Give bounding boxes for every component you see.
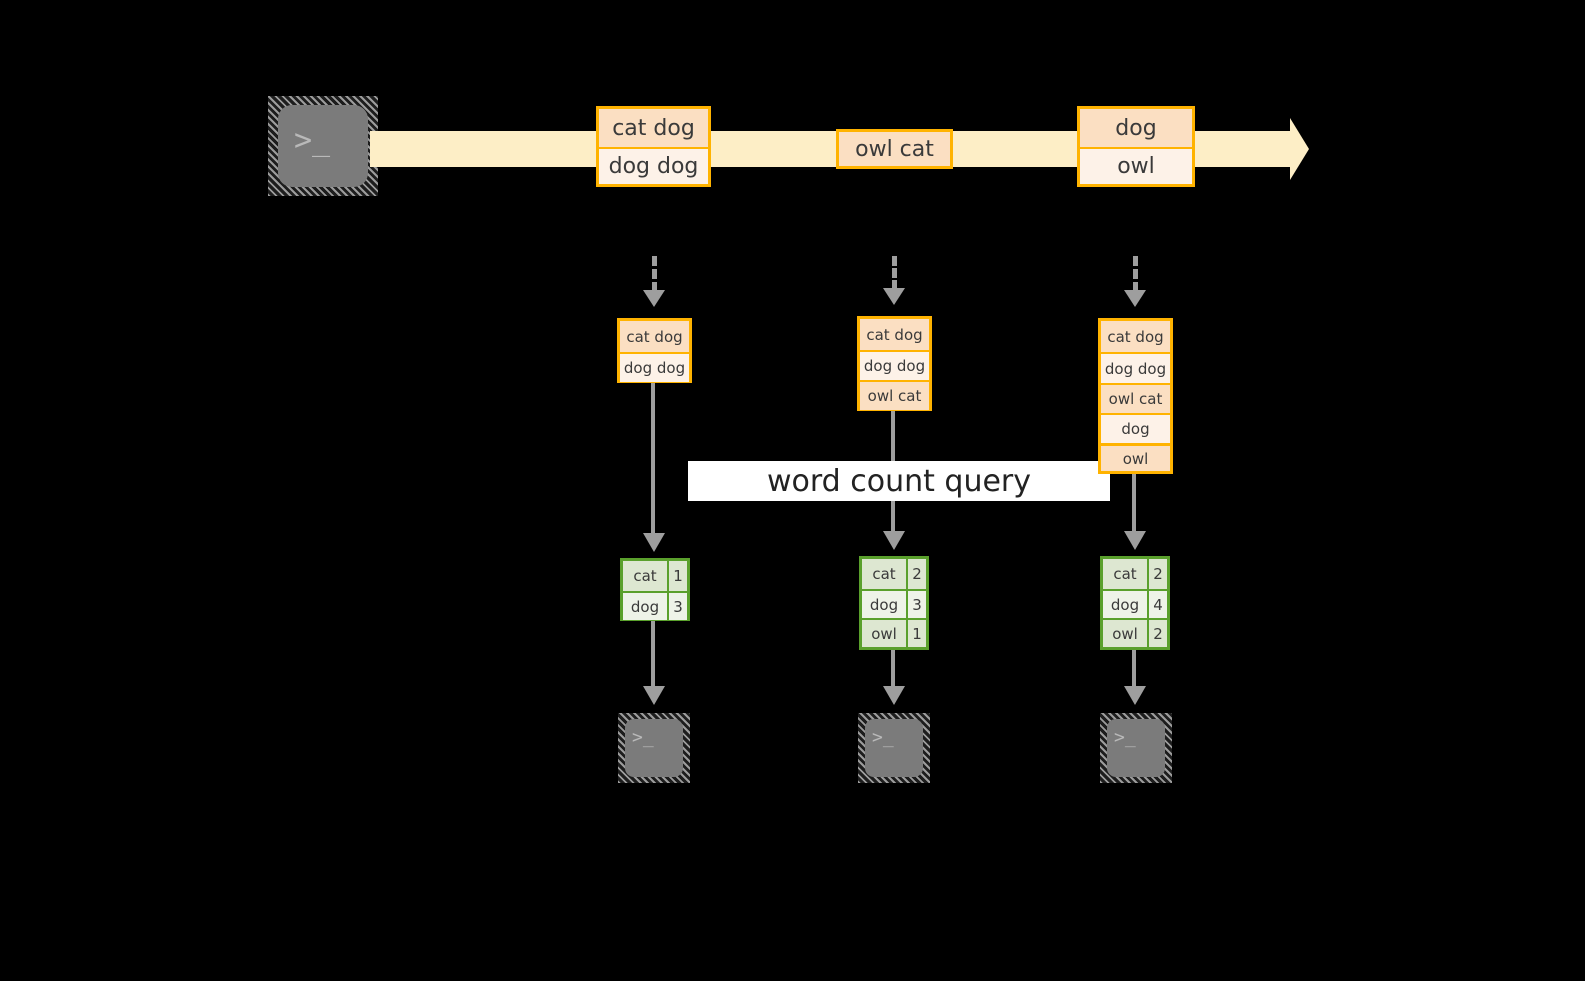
source-terminal-icon: >_: [268, 96, 378, 196]
sink-terminal-icon-1: >_: [618, 713, 690, 783]
trigger-input-record-overlay: owl: [1098, 443, 1173, 474]
sink-terminal-icon-2: >_: [858, 713, 930, 783]
terminal-screen: [1107, 719, 1165, 777]
result-word: owl: [862, 620, 906, 647]
terminal-screen: [865, 719, 923, 777]
result-row: dog 4: [1103, 589, 1167, 618]
stream-record-group-1: cat dog dog dog: [596, 106, 711, 187]
terminal-prompt-label: >_: [1114, 727, 1136, 748]
trigger-arrowhead-icon-1: [643, 290, 665, 307]
sink-connector-2: [891, 650, 895, 688]
result-count: 1: [906, 620, 926, 647]
trigger-dashed-connector-2: [892, 256, 897, 290]
result-word: dog: [1103, 591, 1147, 618]
stream-record: dog dog: [599, 147, 708, 184]
stream-record: owl cat: [839, 132, 950, 166]
trigger-input-record: cat dog: [1101, 321, 1170, 352]
terminal-prompt-label: >_: [294, 123, 331, 158]
trigger-input-table-1: cat dog dog dog: [617, 318, 692, 383]
trigger-dashed-connector-1: [652, 256, 657, 292]
result-word: owl: [1103, 620, 1147, 647]
result-count: 2: [1147, 620, 1167, 647]
terminal-prompt-label: >_: [632, 727, 654, 748]
result-count: 3: [906, 591, 926, 618]
sink-arrowhead-icon-3: [1124, 686, 1146, 705]
result-word: dog: [623, 593, 667, 620]
query-connector-3: [1132, 474, 1136, 533]
trigger-input-record: dog dog: [1101, 352, 1170, 383]
trigger-result-table-3: cat 2 dog 4 owl 2: [1100, 556, 1170, 650]
result-row: cat 2: [862, 559, 926, 589]
query-arrowhead-icon-3: [1124, 531, 1146, 550]
trigger-arrowhead-icon-2: [883, 288, 905, 305]
result-word: cat: [623, 561, 667, 591]
terminal-screen: [278, 105, 368, 187]
trigger-input-record: dog: [1101, 413, 1170, 443]
result-count: 2: [1147, 559, 1167, 589]
result-row: cat 1: [623, 561, 687, 591]
stream-arrow-head-icon: [1290, 118, 1309, 180]
result-row: dog 3: [623, 591, 687, 620]
trigger-input-record: cat dog: [620, 321, 689, 352]
result-word: dog: [862, 591, 906, 618]
query-connector-1: [651, 383, 655, 535]
query-arrowhead-icon-1: [643, 533, 665, 552]
trigger-dashed-connector-3: [1133, 256, 1138, 292]
result-word: cat: [1103, 559, 1147, 589]
terminal-prompt-label: >_: [872, 727, 894, 748]
sink-arrowhead-icon-1: [643, 686, 665, 705]
trigger-result-table-2: cat 2 dog 3 owl 1: [859, 556, 929, 650]
trigger-input-record: cat dog: [860, 319, 929, 350]
result-count: 4: [1147, 591, 1167, 618]
stream-record: dog: [1080, 109, 1192, 147]
stream-record-group-2: owl cat: [836, 129, 953, 169]
trigger-input-record: dog dog: [620, 352, 689, 382]
query-arrowhead-icon-2: [883, 531, 905, 550]
trigger-input-record: owl cat: [860, 380, 929, 410]
result-row: owl 1: [862, 618, 926, 647]
result-row: cat 2: [1103, 559, 1167, 589]
sink-connector-3: [1132, 650, 1136, 688]
sink-terminal-icon-3: >_: [1100, 713, 1172, 783]
trigger-input-record: owl cat: [1101, 383, 1170, 413]
terminal-screen: [625, 719, 683, 777]
trigger-input-record: owl: [1101, 446, 1170, 471]
stream-record: owl: [1080, 147, 1192, 184]
result-count: 2: [906, 559, 926, 589]
result-count: 1: [667, 561, 687, 591]
sink-connector-1: [651, 621, 655, 688]
trigger-input-table-2: cat dog dog dog owl cat: [857, 316, 932, 411]
trigger-input-record: dog dog: [860, 350, 929, 380]
stream-record: cat dog: [599, 109, 708, 147]
stream-record-group-3: dog owl: [1077, 106, 1195, 187]
trigger-arrowhead-icon-3: [1124, 290, 1146, 307]
result-count: 3: [667, 593, 687, 620]
query-label-banner: word count query: [688, 461, 1110, 501]
result-row: dog 3: [862, 589, 926, 618]
result-word: cat: [862, 559, 906, 589]
trigger-result-table-1: cat 1 dog 3: [620, 558, 690, 621]
result-row: owl 2: [1103, 618, 1167, 647]
sink-arrowhead-icon-2: [883, 686, 905, 705]
